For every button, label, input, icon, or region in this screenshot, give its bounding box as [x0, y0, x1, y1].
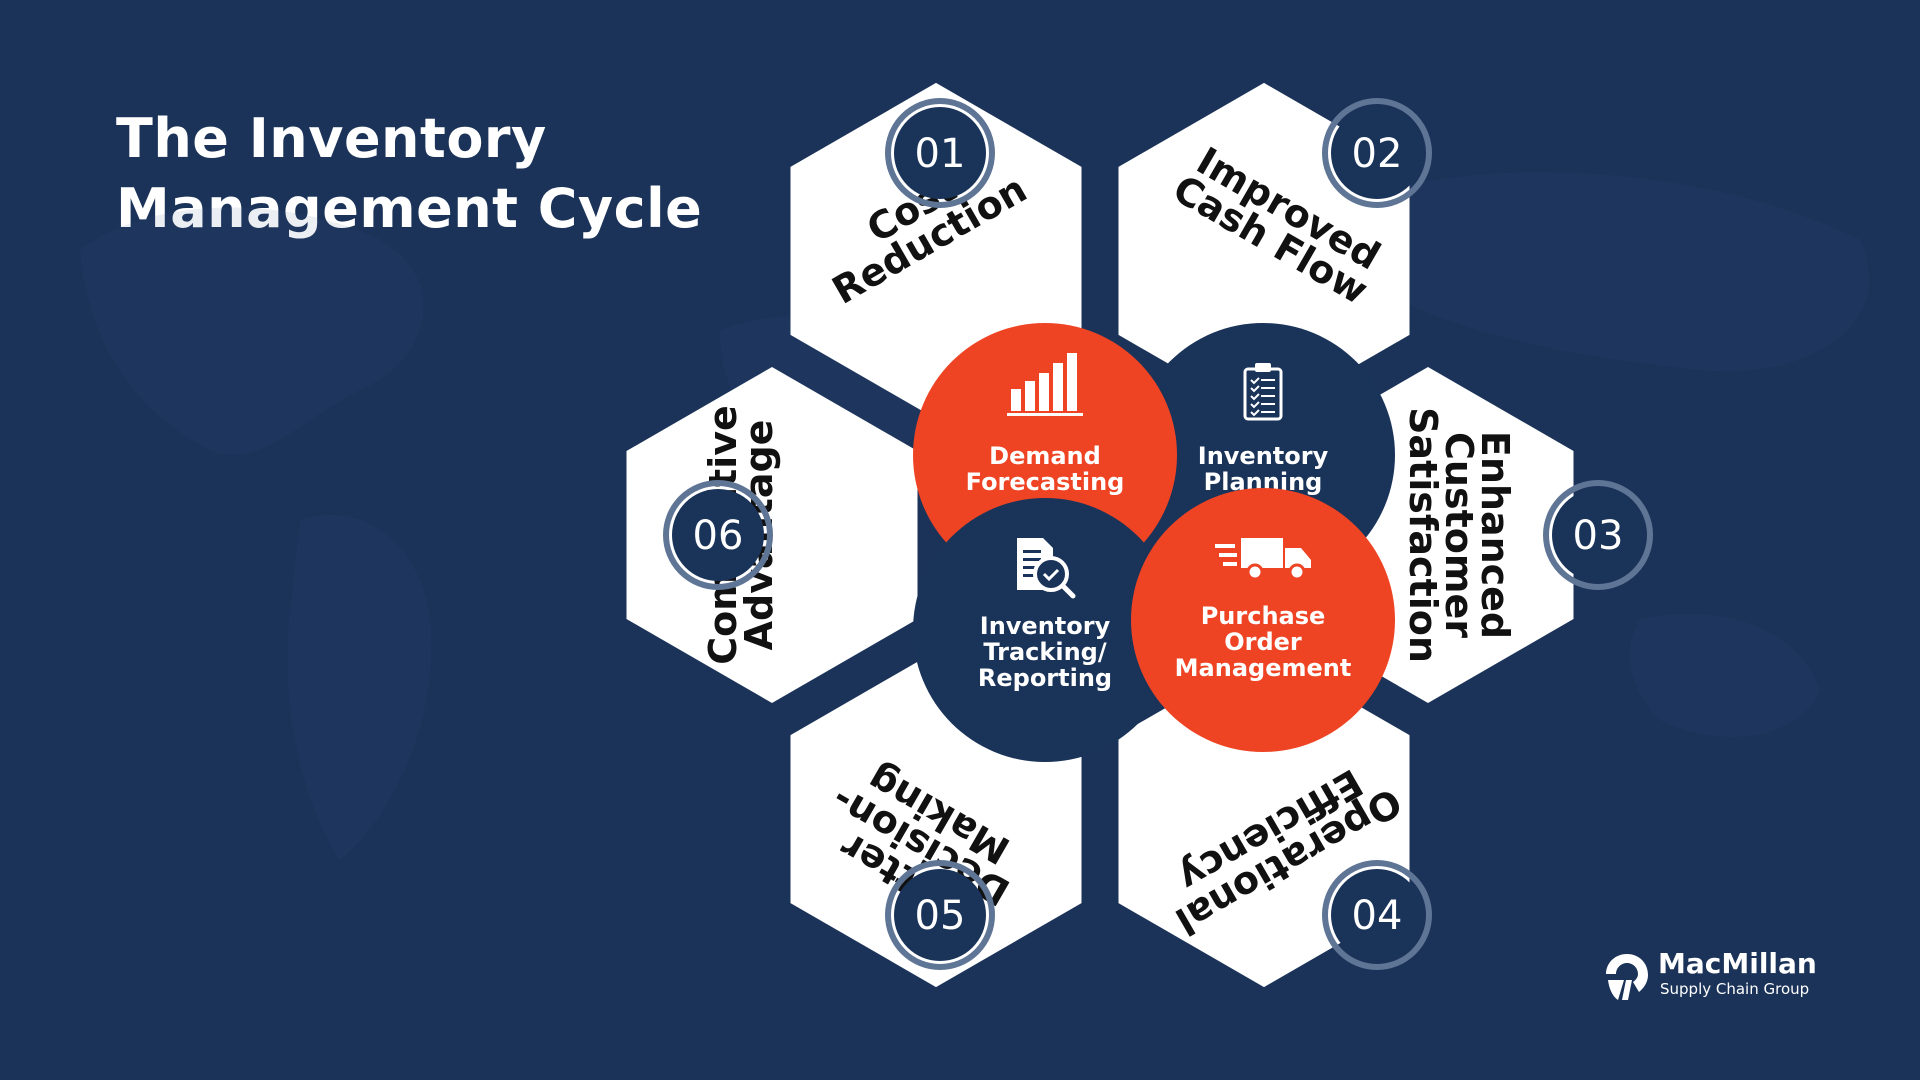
stage-label-line: Inventory — [980, 612, 1111, 640]
bar-chart-icon — [1007, 353, 1083, 416]
stage-label-line: Reporting — [978, 664, 1112, 692]
brand-subtitle: Supply Chain Group — [1660, 980, 1810, 998]
title-line-1: The Inventory — [116, 107, 547, 170]
step-number-01: 01 — [885, 98, 995, 208]
brand-name: MacMillan — [1658, 947, 1817, 980]
step-number-text: 01 — [915, 131, 966, 177]
step-number-04: 04 — [1322, 860, 1432, 970]
benefit-label-line: Customer — [1437, 432, 1481, 638]
clipboard-checklist-icon — [1243, 363, 1283, 421]
step-number-text: 05 — [915, 893, 966, 939]
stage-circle-shape — [1131, 488, 1395, 752]
step-number-text: 02 — [1352, 131, 1403, 177]
stage-label-line: Demand — [989, 442, 1101, 470]
benefit-label: EnhancedCustomerSatisfaction — [1401, 407, 1517, 663]
stage-label-line: Purchase — [1201, 602, 1326, 630]
benefit-label-line: Satisfaction — [1401, 407, 1445, 663]
title-line-2: Management Cycle — [116, 177, 703, 240]
step-number-02: 02 — [1322, 98, 1432, 208]
document-search-icon — [1017, 538, 1076, 599]
brand-logo: MacMillan Supply Chain Group — [1604, 948, 1844, 1004]
benefit-label-line: Enhanced — [1473, 431, 1517, 639]
step-number-05: 05 — [885, 860, 995, 970]
stage-label-line: Forecasting — [966, 468, 1125, 496]
macmillan-logo-icon — [1606, 954, 1648, 1000]
page-title: The Inventory Management Cycle — [116, 104, 702, 244]
step-number-badges: 01 02 03 04 05 06 — [663, 98, 1653, 970]
step-number-06: 06 — [663, 480, 773, 590]
step-number-text: 03 — [1573, 513, 1624, 559]
step-number-text: 04 — [1352, 893, 1403, 939]
step-number-03: 03 — [1543, 480, 1653, 590]
stage-label-line: Inventory — [1198, 442, 1329, 470]
stage-label-line: Management — [1175, 654, 1352, 682]
stage-label-line: Order — [1224, 628, 1302, 656]
delivery-truck-icon — [1215, 538, 1311, 581]
step-number-text: 06 — [693, 513, 744, 559]
stage-circle-shape — [913, 498, 1177, 762]
stage-label-line: Tracking/ — [983, 638, 1106, 666]
